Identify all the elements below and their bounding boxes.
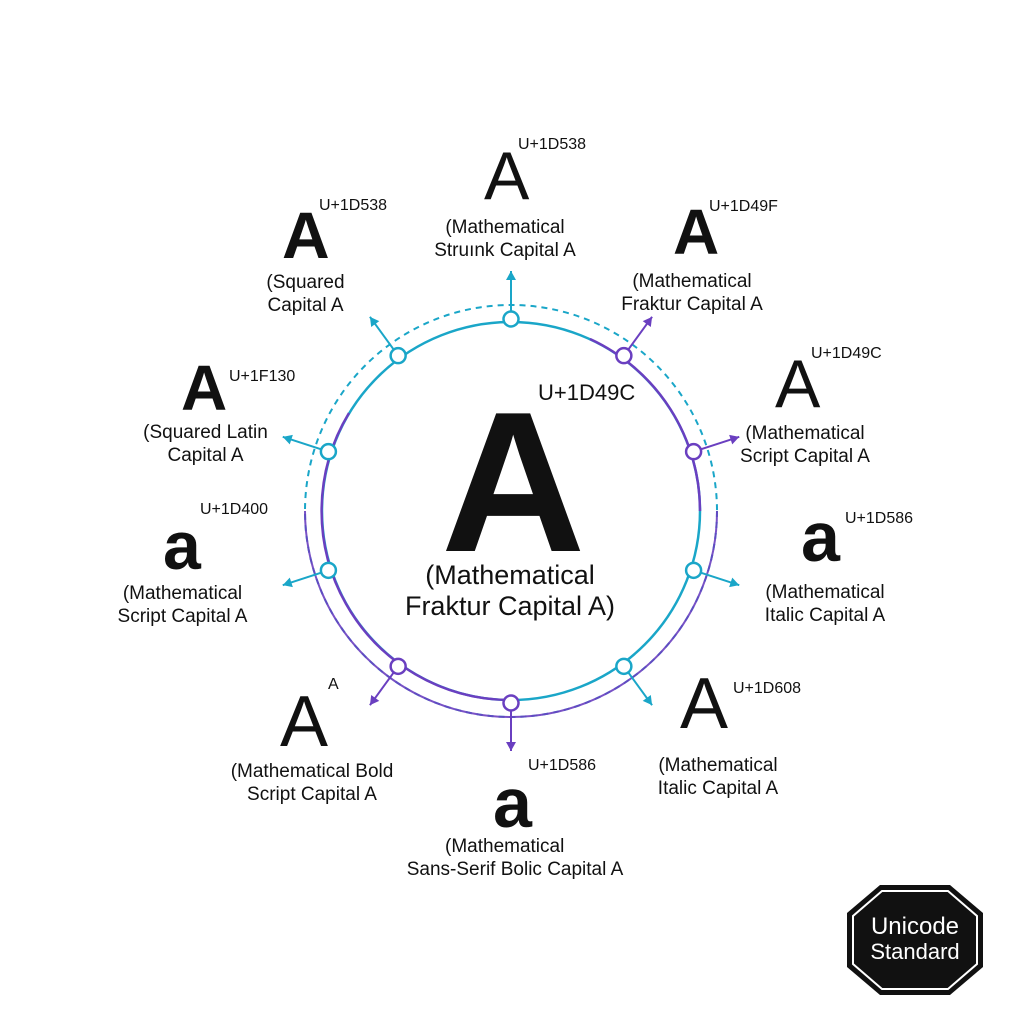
ring-node-marker-3: [684, 561, 703, 580]
node-glyph-5: a: [493, 764, 532, 842]
connector-arrowhead-icon-9: [369, 316, 380, 328]
center-code: U+1D49C: [538, 380, 636, 405]
node-glyph-1: A: [673, 196, 720, 268]
node-glyph-3: a: [801, 498, 840, 576]
node-glyph-9: A: [282, 198, 330, 272]
ring-node-marker-6: [389, 657, 407, 676]
inner-solid-ring-purple-arc: [320, 412, 512, 702]
node-label-8: (Squared Latin Capital A: [128, 421, 283, 467]
node-code-6: A: [328, 676, 339, 693]
node-label-3: (Mathematical Italic Capital A: [740, 581, 910, 627]
node-code-1: U+1D49F: [709, 198, 778, 215]
node-label-6: (Mathematical Bold Script Capital A: [212, 760, 412, 806]
node-label-3-line1: (Mathematical: [765, 582, 885, 603]
connector-arrowhead-icon-6: [369, 694, 380, 706]
node-code-0: U+1D538: [518, 136, 587, 153]
node-label-7-line1: (Mathematical: [122, 583, 243, 604]
node-label-2-line1: (Mathematical: [745, 423, 865, 444]
connector-arrowhead-icon-5: [506, 742, 516, 751]
node-label-4: (Mathematical Italic Capital A: [628, 754, 808, 800]
ring-node-marker-4: [615, 657, 633, 676]
node-label-7-line2: Script Capital A: [117, 606, 248, 627]
node-label-0-line2: Struınk Capital A: [434, 240, 576, 261]
node-code-4: U+1D608: [733, 680, 802, 697]
node-label-3-line2: Italic Capital A: [764, 605, 886, 626]
badge-line1: Unicode: [870, 913, 960, 940]
center-glyph: A: [441, 371, 586, 594]
connector-layer: [282, 271, 740, 751]
node-label-6-line1: (Mathematical Bold: [230, 761, 394, 782]
connector-arrowhead-icon-0: [506, 271, 516, 280]
ring-node-marker-9: [389, 346, 407, 365]
center-label: (Mathematical Fraktur Capital A): [360, 560, 660, 622]
connector-arrowhead-icon-4: [642, 694, 653, 706]
node-glyph-0: A: [484, 138, 530, 214]
node-label-5-line1: (Mathematical: [445, 836, 565, 857]
node-label-0-line1: (Mathematical: [445, 217, 565, 238]
node-code-7: U+1D400: [200, 501, 269, 518]
unicode-standard-badge-icon: [847, 885, 983, 995]
center-label-line1: (Mathematical: [425, 560, 595, 590]
ring-node-marker-2: [684, 442, 703, 461]
node-code-3: U+1D586: [845, 510, 914, 527]
node-label-8-line2: Capital A: [167, 445, 244, 466]
node-label-5-line2: Sans-Serif Bolic Capital A: [406, 859, 624, 880]
node-label-2-line2: Script Capital A: [740, 446, 870, 467]
ring-node-marker-1: [615, 346, 633, 365]
node-glyph-8: A: [181, 352, 228, 424]
node-label-2: (Mathematical Script Capital A: [720, 422, 890, 468]
connector-arrowhead-icon-3: [729, 577, 740, 588]
node-code-9: U+1D538: [319, 197, 388, 214]
inner-solid-ring-purple-arc-2: [589, 337, 702, 512]
node-code-8: U+1F130: [229, 368, 296, 385]
ring-node-marker-8: [319, 442, 338, 461]
connector-arrowhead-icon-1: [642, 316, 653, 328]
node-label-4-line2: Italic Capital A: [657, 778, 779, 799]
badge-line2: Standard: [870, 939, 960, 964]
node-code-2: U+1D49C: [811, 345, 882, 362]
node-code-5: U+1D586: [528, 757, 597, 774]
node-glyph-4: A: [680, 664, 729, 744]
connector-arrowhead-icon-2: [729, 434, 740, 445]
ring-node-marker-0: [502, 310, 520, 328]
node-glyph-7: a: [163, 508, 201, 584]
node-label-1-line1: (Mathematical: [632, 271, 752, 292]
node-label-9: (Squared Capital A: [248, 271, 363, 317]
node-label-8-line1: (Squared Latin: [143, 422, 268, 443]
node-glyph-2: A: [775, 346, 821, 422]
node-label-9-line2: Capital A: [267, 295, 344, 316]
ring-node-marker-5: [502, 694, 520, 712]
ring-node-marker-7: [319, 561, 338, 580]
node-label-9-line1: (Squared: [266, 272, 345, 293]
center-label-line2: Fraktur Capital A): [404, 591, 616, 621]
connector-arrowhead-icon-7: [282, 577, 293, 588]
connector-arrowhead-icon-8: [282, 434, 293, 445]
node-label-4-line1: (Mathematical: [658, 755, 778, 776]
node-label-7: (Mathematical Script Capital A: [100, 582, 265, 628]
node-label-1: (Mathematical Fraktur Capital A: [592, 270, 792, 316]
node-label-1-line2: Fraktur Capital A: [621, 294, 763, 315]
node-glyph-6: A: [280, 682, 329, 762]
node-label-0: (Mathematical Struınk Capital A: [400, 216, 610, 262]
node-label-6-line2: Script Capital A: [247, 784, 377, 805]
node-label-5: (Mathematical Sans-Serif Bolic Capital A: [390, 835, 640, 881]
badge-text: Unicode Standard: [845, 914, 985, 964]
